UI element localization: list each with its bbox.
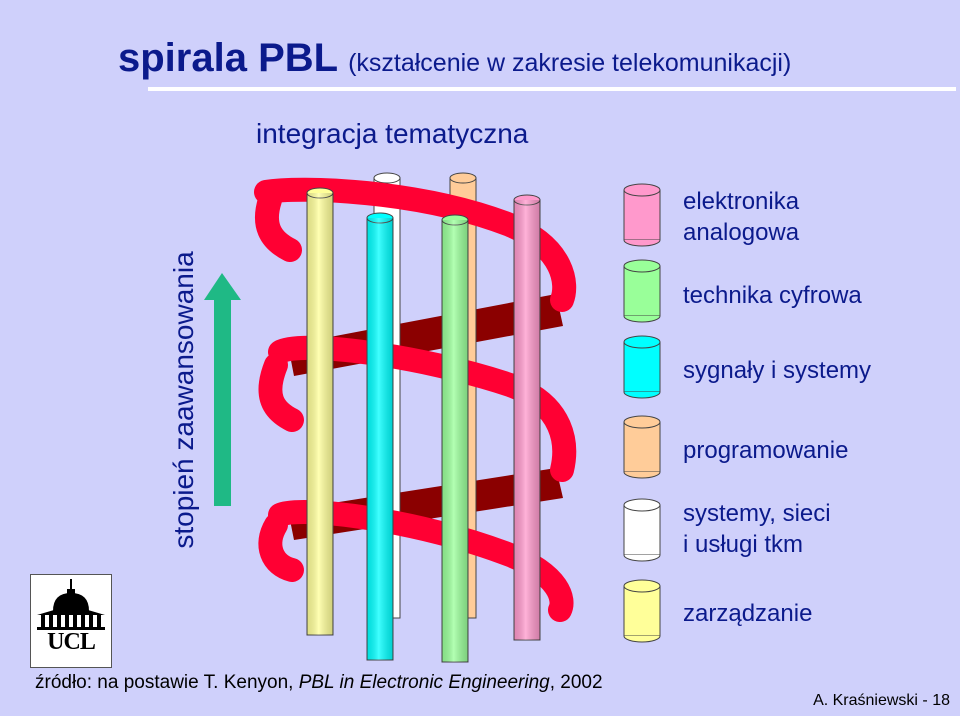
up-arrow-icon [204,273,241,506]
ucl-logo: UCL [30,574,112,668]
cylinder-icon [623,498,661,562]
legend-line: elektronika [683,188,800,215]
source-suffix: , 2002 [549,672,603,693]
title-subtitle: (kształcenie w zakresie telekomunikacji) [348,49,792,77]
source-italic: PBL in Electronic Engineering [298,672,550,693]
title-main: spirala PBL [118,36,339,80]
legend-line: sygnały i systemy [683,357,872,384]
source-citation: źródło: na postawie T. Kenyon, PBL in El… [35,672,603,694]
legend-line: zarządzanie [683,600,813,627]
cylinder-icon [623,335,661,399]
legend-line: technika cyfrowa [683,282,862,309]
legend-label-digital: technika cyfrowa [683,280,862,311]
logo-text: UCL [47,629,96,655]
slide-author-page: A. Kraśniewski - 18 [813,692,950,709]
legend-label-signals: sygnały i systemy [683,355,871,386]
source-prefix: źródło: na postawie T. Kenyon, [35,672,299,693]
legend-line: i usługi tkm [683,531,804,558]
top-axis-label: integracja tematyczna [256,118,529,149]
dome-icon [37,579,105,630]
legend-line: systemy, sieci [683,500,831,527]
spiral-left-wraps [254,188,304,582]
cylinder-icon [623,259,661,323]
front-row-cylinders [306,187,541,663]
legend-label-management: zarządzanie [683,598,812,629]
title-underline [148,87,956,91]
legend-icons [623,183,661,643]
cylinder-icon [623,415,661,479]
legend-line: analogowa [683,219,800,246]
slide-title: spirala PBL (kształcenie w zakresie telek… [118,36,791,81]
legend-line: programowanie [683,437,849,464]
cylinder-icon [623,579,661,643]
cylinder-icon [623,183,661,247]
legend-label-networks: systemy, sieci i usługi tkm [683,498,831,560]
legend-label-programming: programowanie [683,435,848,466]
legend-label-analog-electronics: elektronika analogowa [683,186,799,248]
